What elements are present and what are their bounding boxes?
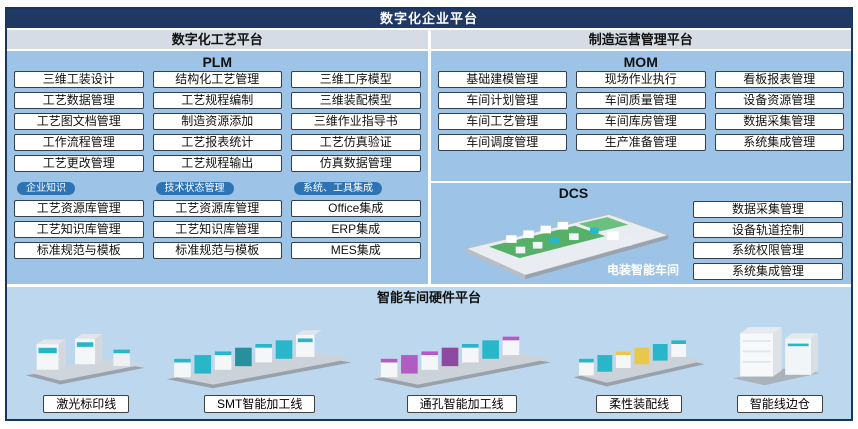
through-hole-line-illustration (372, 336, 551, 389)
group-module: Office集成 (291, 200, 421, 217)
mom-platform-title: 制造运营管理平台 (430, 30, 851, 49)
flexible-assembly-line-illustration (573, 340, 705, 387)
hardware-platform-title: 智能车间硬件平台 (376, 290, 481, 305)
dcs-module: 系统权限管理 (693, 242, 843, 260)
hardware-lines: 激光标印线 (15, 306, 843, 413)
hardware-line-label: 智能线边仓 (736, 395, 823, 413)
mom-platform-panel: 制造运营管理平台 MOM 基础建模管理 车间计划管理 车间工艺管理 车间调度管理 (430, 30, 851, 284)
mom-module: 数据采集管理 (714, 113, 844, 130)
plm-title: PLM (202, 54, 233, 70)
mom-module: 基础建模管理 (437, 71, 567, 88)
plm-module: 工艺规程输出 (152, 155, 282, 172)
plm-module: 三维装配模型 (291, 92, 421, 109)
group-module: 工艺资源库管理 (14, 200, 144, 217)
group-badge: 企业知识 (17, 182, 75, 195)
plm-module: 三维作业指导书 (291, 113, 421, 130)
plm-module: 仿真数据管理 (291, 155, 421, 172)
plm-module: 结构化工艺管理 (152, 71, 282, 88)
smt-line-illustration (166, 330, 352, 389)
page-title: 数字化企业平台 (7, 9, 851, 28)
dcs-module: 系统集成管理 (693, 263, 843, 280)
group-module: 标准规范与模板 (152, 242, 282, 259)
process-platform-body: PLM 三维工装设计 工艺数据管理 工艺图文档管理 工作流程管理 工艺更改管理 … (7, 51, 428, 284)
group-module: 工艺知识库管理 (14, 221, 144, 238)
process-platform-title: 数字化工艺平台 (7, 30, 428, 49)
group-module: 标准规范与模板 (14, 242, 144, 259)
mom-module: 车间调度管理 (437, 134, 567, 151)
mom-module: 车间库房管理 (576, 113, 706, 130)
mom-module: 车间工艺管理 (437, 113, 567, 130)
main-area: 数字化工艺平台 PLM 三维工装设计 工艺数据管理 工艺图文档管理 工作流程管理… (7, 28, 851, 284)
mom-column-3: 看板报表管理 设备资源管理 数据采集管理 系统集成管理 (714, 71, 844, 151)
hardware-line-label: SMT智能加工线 (203, 395, 316, 413)
mom-module: 现场作业执行 (576, 71, 706, 88)
mom-module: 设备资源管理 (714, 92, 844, 109)
plm-module: 工艺数据管理 (14, 92, 144, 109)
group-module: 工艺知识库管理 (152, 221, 282, 238)
mom-column-2: 现场作业执行 车间质量管理 车间库房管理 生产准备管理 (576, 71, 706, 151)
process-platform-panel: 数字化工艺平台 PLM 三维工装设计 工艺数据管理 工艺图文档管理 工作流程管理… (7, 30, 428, 284)
plm-module: 工艺图文档管理 (14, 113, 144, 130)
through-hole-processing-line: 通孔智能加工线 (368, 320, 556, 413)
diagram-frame: 数字化企业平台 数字化工艺平台 PLM 三维工装设计 工艺数据管理 工艺图文档管… (5, 7, 853, 421)
hardware-line-label: 通孔智能加工线 (406, 395, 517, 413)
group-badge: 系统、工具集成 (294, 182, 382, 195)
line-side-warehouse-illustration (733, 327, 820, 386)
dcs-area: DCS (430, 180, 851, 284)
plm-module: 工艺更改管理 (14, 155, 144, 172)
laser-marking-line-illustration (25, 334, 145, 385)
mom-module: 车间计划管理 (437, 92, 567, 109)
dcs-workshop-caption: 电装智能车间 (606, 263, 679, 277)
mom-module: 车间质量管理 (576, 92, 706, 109)
smart-workshop-isometric-illustration (464, 213, 670, 279)
hardware-line-label: 激光标印线 (43, 395, 130, 413)
hardware-platform-band: 智能车间硬件平台 (7, 287, 851, 419)
mom-area: MOM 基础建模管理 车间计划管理 车间工艺管理 车间调度管理 现场作业执行 车… (437, 53, 844, 177)
smart-line-side-warehouse: 智能线边仓 (723, 316, 837, 413)
plm-module: 三维工装设计 (14, 71, 144, 88)
plm-column-3: 三维工序模型 三维装配模型 三维作业指导书 工艺仿真验证 仿真数据管理 (291, 71, 421, 172)
hardware-line-label: 柔性装配线 (596, 395, 683, 413)
plm-module: 制造资源添加 (152, 113, 282, 130)
dcs-workshop-illustration-wrap: 电装智能车间 (439, 185, 694, 280)
group-enterprise-knowledge: 企业知识 工艺资源库管理 工艺知识库管理 标准规范与模板 (14, 182, 144, 259)
group-badge: 技术状态管理 (155, 182, 234, 195)
mom-module: 看板报表管理 (714, 71, 844, 88)
mom-modules: 基础建模管理 车间计划管理 车间工艺管理 车间调度管理 现场作业执行 车间质量管… (437, 71, 844, 151)
group-module: MES集成 (291, 242, 421, 259)
smt-processing-line: SMT智能加工线 (162, 320, 358, 413)
mom-module: 生产准备管理 (576, 134, 706, 151)
dcs-title: DCS (558, 184, 589, 201)
plm-module: 工艺规程编制 (152, 92, 282, 109)
plm-module: 工艺仿真验证 (291, 134, 421, 151)
mom-module: 系统集成管理 (714, 134, 844, 151)
laser-marking-line: 激光标印线 (21, 320, 152, 413)
group-tech-state-management: 技术状态管理 工艺资源库管理 工艺知识库管理 标准规范与模板 (152, 182, 282, 259)
flexible-assembly-line: 柔性装配线 (566, 320, 713, 413)
plm-modules: 三维工装设计 工艺数据管理 工艺图文档管理 工作流程管理 工艺更改管理 结构化工… (14, 71, 421, 172)
plm-module: 工作流程管理 (14, 134, 144, 151)
group-system-tool-integration: 系统、工具集成 Office集成 ERP集成 MES集成 (291, 182, 421, 259)
dcs-modules: 数据采集管理 设备轨道控制 系统权限管理 系统集成管理 (693, 185, 843, 280)
dcs-module: 数据采集管理 (693, 200, 843, 218)
mom-title: MOM (623, 54, 658, 70)
plm-column-1: 三维工装设计 工艺数据管理 工艺图文档管理 工作流程管理 工艺更改管理 (14, 71, 144, 172)
mom-column-1: 基础建模管理 车间计划管理 车间工艺管理 车间调度管理 (437, 71, 567, 151)
plm-module: 工艺报表统计 (152, 134, 282, 151)
group-module: 工艺资源库管理 (152, 200, 282, 217)
plm-module: 三维工序模型 (291, 71, 421, 88)
plm-knowledge-groups: 企业知识 工艺资源库管理 工艺知识库管理 标准规范与模板 技术状态管理 工艺资源… (14, 182, 421, 259)
group-module: ERP集成 (291, 221, 421, 238)
dcs-module: 设备轨道控制 (693, 221, 843, 239)
plm-column-2: 结构化工艺管理 工艺规程编制 制造资源添加 工艺报表统计 工艺规程输出 (152, 71, 282, 172)
mom-platform-body: MOM 基础建模管理 车间计划管理 车间工艺管理 车间调度管理 现场作业执行 车… (430, 51, 851, 284)
